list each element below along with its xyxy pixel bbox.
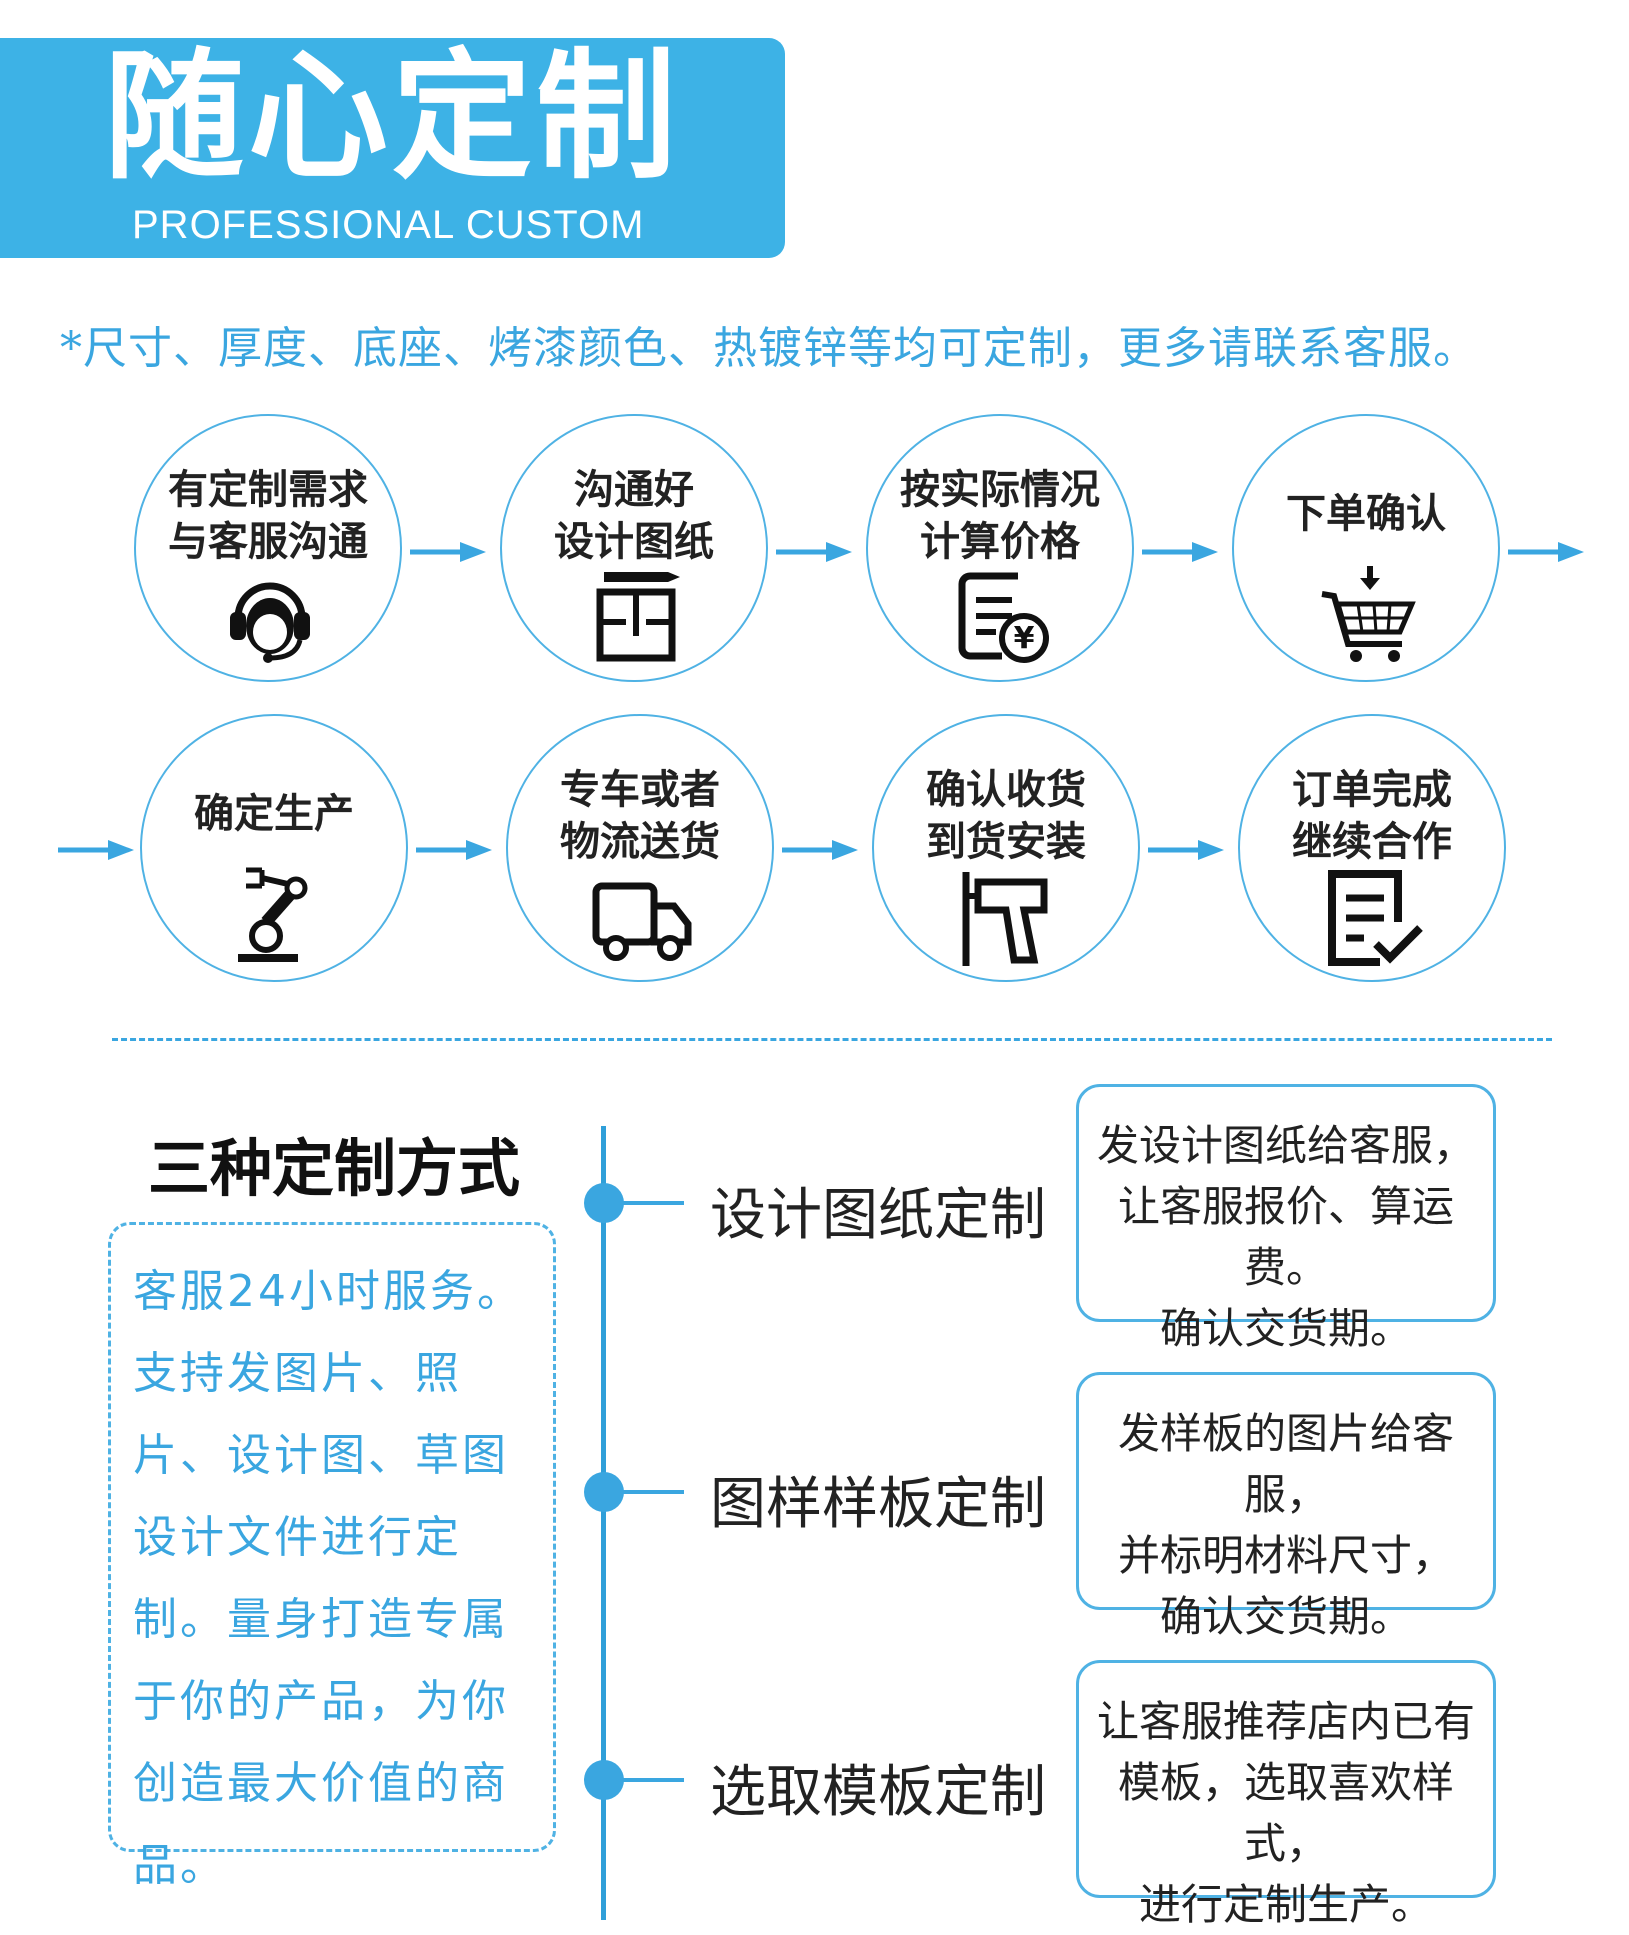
flow-arrow-icon [1508,542,1584,562]
step-label: 确定生产 [194,791,354,837]
power-drill-icon [962,872,1048,966]
delivery-truck-icon [592,882,692,961]
flow-arrow-icon [58,840,134,860]
method-detail-box-1: 发设计图纸给客服， 让客服报价、算运费。 确认交货期。 [1076,1084,1496,1353]
flow-arrow-icon [410,542,486,562]
flow-arrow-icon [1148,840,1224,860]
banner-subtitle: PROFESSIONAL CUSTOM [132,203,645,247]
step-label: 下单确认 [1286,491,1446,537]
step-label: 专车或者 物流送货 [560,767,720,865]
method-detail-box-3: 让客服推荐店内已有 模板，选取喜欢样式， 进行定制生产。 [1076,1660,1496,1929]
flow-arrow-icon [1142,542,1218,562]
price-document-yen-icon: ¥ [958,572,1049,663]
service-description: 客服24小时服务。支持发图片、照片、设计图、草图设计文件进行定制。量身打造专属于… [133,1266,524,1891]
step-8: 订单完成 继续合作 [1238,714,1506,982]
service-description-box: 客服24小时服务。支持发图片、照片、设计图、草图设计文件进行定制。量身打造专属于… [108,1222,556,1891]
flow-arrow-icon [782,840,858,860]
method-detail: 发设计图纸给客服， 让客服报价、算运费。 确认交货期。 [1096,1121,1475,1353]
floor-plan-pencil-icon [596,572,680,662]
method-detail-box-2: 发样板的图片给客服， 并标明材料尺寸， 确认交货期。 [1076,1372,1496,1641]
step-3: 按实际情况 计算价格 ¥ [866,414,1134,682]
timeline-connector [604,1490,684,1494]
banner-title: 随心定制 [104,36,681,199]
method-detail: 让客服推荐店内已有 模板，选取喜欢样式， 进行定制生产。 [1096,1697,1475,1929]
step-label: 订单完成 继续合作 [1292,767,1452,865]
step-1: 有定制需求 与客服沟通 [134,414,402,682]
method-label-2: 图样样板定制 [710,1472,1046,1537]
method-detail: 发样板的图片给客服， 并标明材料尺寸， 确认交货期。 [1117,1409,1454,1641]
flow-arrow-icon [416,840,492,860]
customization-note: *尺寸、厚度、底座、烤漆颜色、热镀锌等均可定制，更多请联系客服。 [60,323,1478,374]
method-label-3: 选取模板定制 [710,1760,1046,1825]
shopping-cart-icon [1321,566,1416,662]
customer-service-headset-icon [230,582,310,663]
step-label: 有定制需求 与客服沟通 [168,467,368,565]
step-label: 沟通好 设计图纸 [554,467,714,565]
flow-arrow-icon [776,542,852,562]
step-label: 按实际情况 计算价格 [900,467,1100,565]
robot-arm-icon [238,867,308,962]
header-banner [0,38,785,258]
timeline-connector [604,1201,684,1205]
method-label-1: 设计图纸定制 [710,1183,1046,1248]
section-divider [112,1038,1552,1041]
step-6: 专车或者 物流送货 [506,714,774,982]
step-2: 沟通好 设计图纸 [500,414,768,682]
step-5: 确定生产 [140,714,408,982]
checked-document-icon [1328,870,1423,966]
timeline-connector [604,1778,684,1782]
timeline-line [601,1126,606,1920]
step-7: 确认收货 到货安装 [872,714,1140,982]
svg-text:¥: ¥ [1014,621,1035,656]
step-4: 下单确认 [1232,414,1500,682]
step-label: 确认收货 到货安装 [926,767,1086,865]
methods-title: 三种定制方式 [148,1132,521,1205]
